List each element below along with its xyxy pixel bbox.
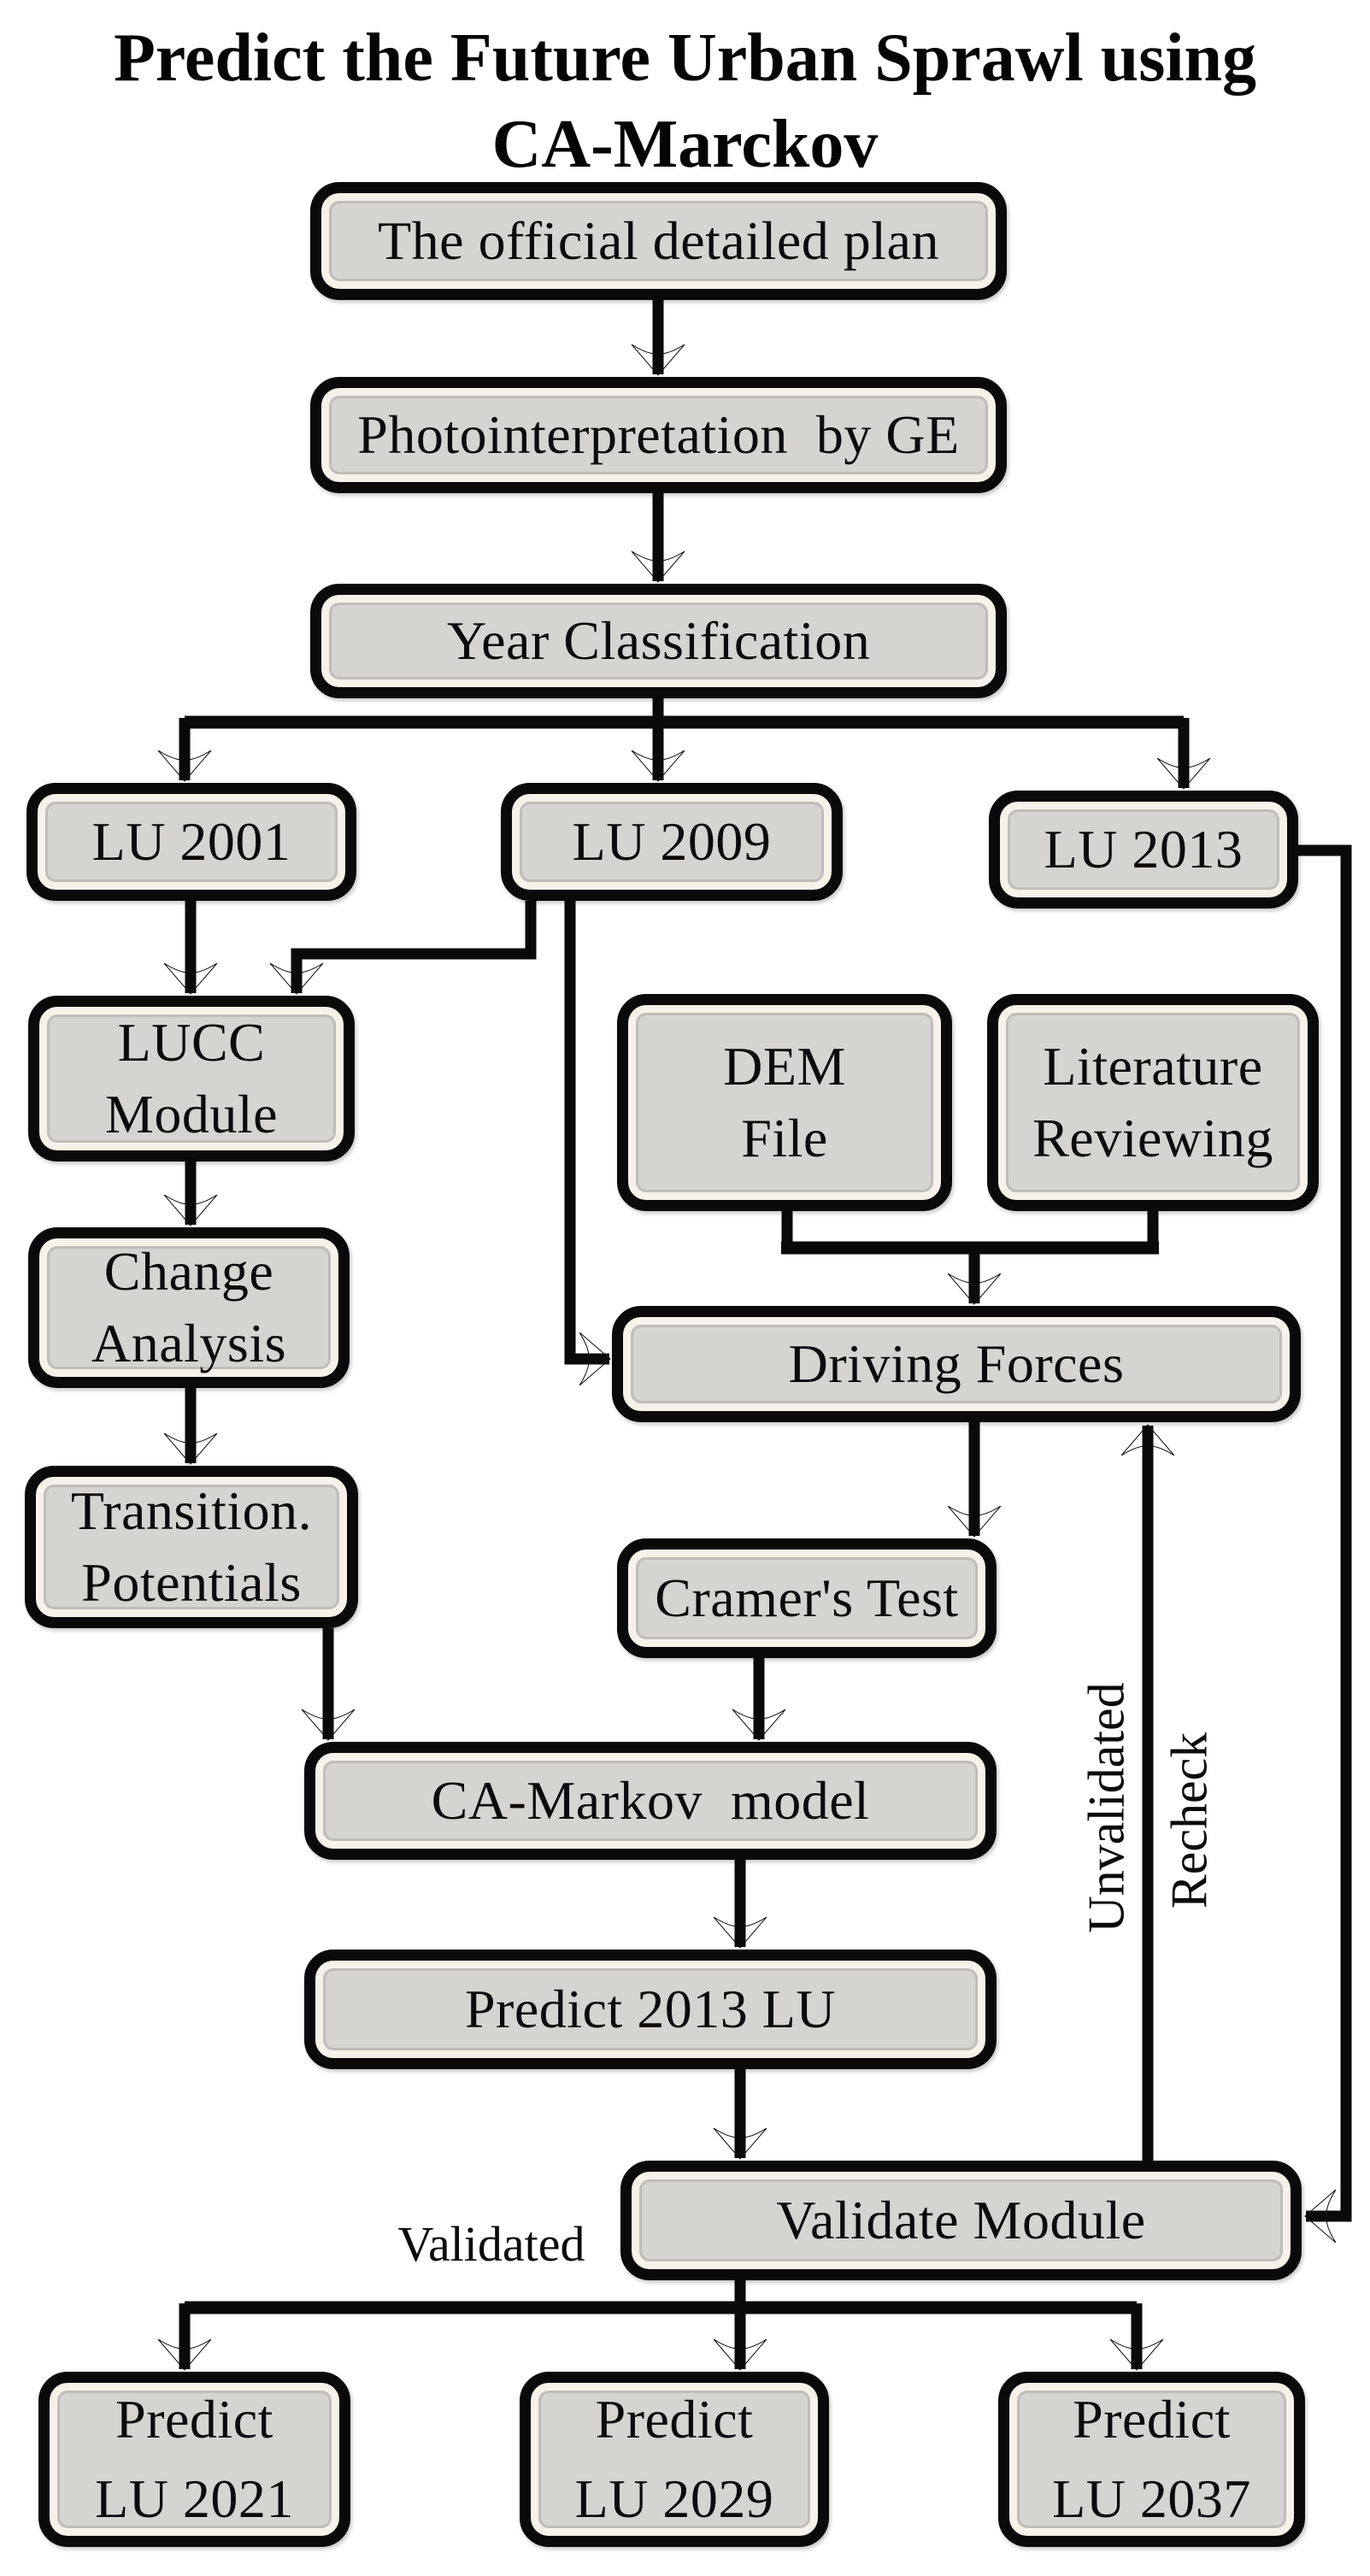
node-dem-file-line1: DEM	[723, 1035, 846, 1097]
node-change-analysis: Change Analysis	[28, 1227, 350, 1388]
node-predict-2013-lu-label: Predict 2013 LU	[464, 1978, 837, 2039]
node-change-analysis-line2: Analysis	[91, 1313, 286, 1373]
node-lucc-module: LUCC Module	[28, 996, 355, 1162]
node-predict-lu-2021-line2: LU 2021	[95, 2467, 294, 2529]
edge-lu2009-to-driving	[564, 901, 609, 1359]
node-ca-markov-model-label: CA-Markov model	[431, 1769, 870, 1831]
node-year-classification-label: Year Classification	[446, 609, 871, 671]
node-official-plan-label: The official detailed plan	[378, 209, 939, 271]
node-validate-module-label: Validate Module	[776, 2189, 1146, 2250]
node-lu-2009: LU 2009	[501, 783, 843, 901]
node-predict-lu-2037-line1: Predict	[1073, 2388, 1231, 2450]
node-cramers-test: Cramer's Test	[617, 1538, 997, 1658]
node-official-plan: The official detailed plan	[310, 182, 1007, 300]
node-photointerpretation-label: Photointerpretation by GE	[357, 403, 960, 465]
node-transition-potentials-line2: Potentials	[81, 1552, 302, 1613]
node-year-classification: Year Classification	[310, 584, 1007, 698]
node-predict-lu-2029: Predict LU 2029	[520, 2372, 829, 2547]
recheck-label: Recheck	[1161, 1732, 1218, 1909]
diagram-title: Predict the Future Urban Sprawl using CA…	[0, 15, 1370, 188]
node-lucc-module-line1: LUCC	[117, 1011, 266, 1073]
node-cramers-test-label: Cramer's Test	[655, 1567, 959, 1628]
diagram-title-line1: Predict the Future Urban Sprawl using	[113, 21, 1257, 96]
edge-lu2009-to-lucc	[297, 901, 537, 993]
node-literature-reviewing: Literature Reviewing	[987, 994, 1319, 1211]
node-lu-2013-label: LU 2013	[1044, 818, 1244, 879]
node-photointerpretation: Photointerpretation by GE	[310, 377, 1007, 493]
node-lucc-module-line2: Module	[104, 1084, 279, 1144]
node-lu-2009-label: LU 2009	[572, 810, 772, 872]
node-predict-lu-2029-line1: Predict	[595, 2388, 754, 2450]
node-predict-lu-2029-line2: LU 2029	[574, 2467, 774, 2529]
validated-label: Validated	[397, 2216, 585, 2272]
node-predict-lu-2037-line2: LU 2037	[1052, 2467, 1251, 2529]
node-literature-reviewing-line2: Reviewing	[1032, 1108, 1273, 1168]
node-lu-2001: LU 2001	[26, 783, 356, 901]
node-validate-module: Validate Module	[620, 2161, 1302, 2280]
node-literature-reviewing-line1: Literature	[1043, 1035, 1263, 1097]
node-lu-2001-label: LU 2001	[91, 810, 291, 872]
unvalidated-label: Unvalidated	[1078, 1682, 1135, 1933]
node-predict-lu-2021-line1: Predict	[115, 2388, 273, 2450]
node-dem-file-line2: File	[741, 1108, 828, 1168]
node-lu-2013: LU 2013	[989, 791, 1298, 909]
node-driving-forces-label: Driving Forces	[788, 1332, 1125, 1394]
node-transition-potentials-line1: Transition.	[70, 1479, 313, 1541]
node-predict-lu-2021: Predict LU 2021	[38, 2372, 350, 2547]
node-change-analysis-line1: Change	[103, 1240, 274, 1302]
node-ca-markov-model: CA-Markov model	[304, 1742, 997, 1860]
node-driving-forces: Driving Forces	[612, 1306, 1301, 1422]
node-predict-2013-lu: Predict 2013 LU	[304, 1950, 997, 2069]
node-predict-lu-2037: Predict LU 2037	[998, 2372, 1305, 2547]
node-dem-file: DEM File	[617, 994, 952, 1211]
diagram-title-line2: CA-Marckov	[491, 106, 879, 182]
node-transition-potentials: Transition. Potentials	[25, 1466, 358, 1628]
